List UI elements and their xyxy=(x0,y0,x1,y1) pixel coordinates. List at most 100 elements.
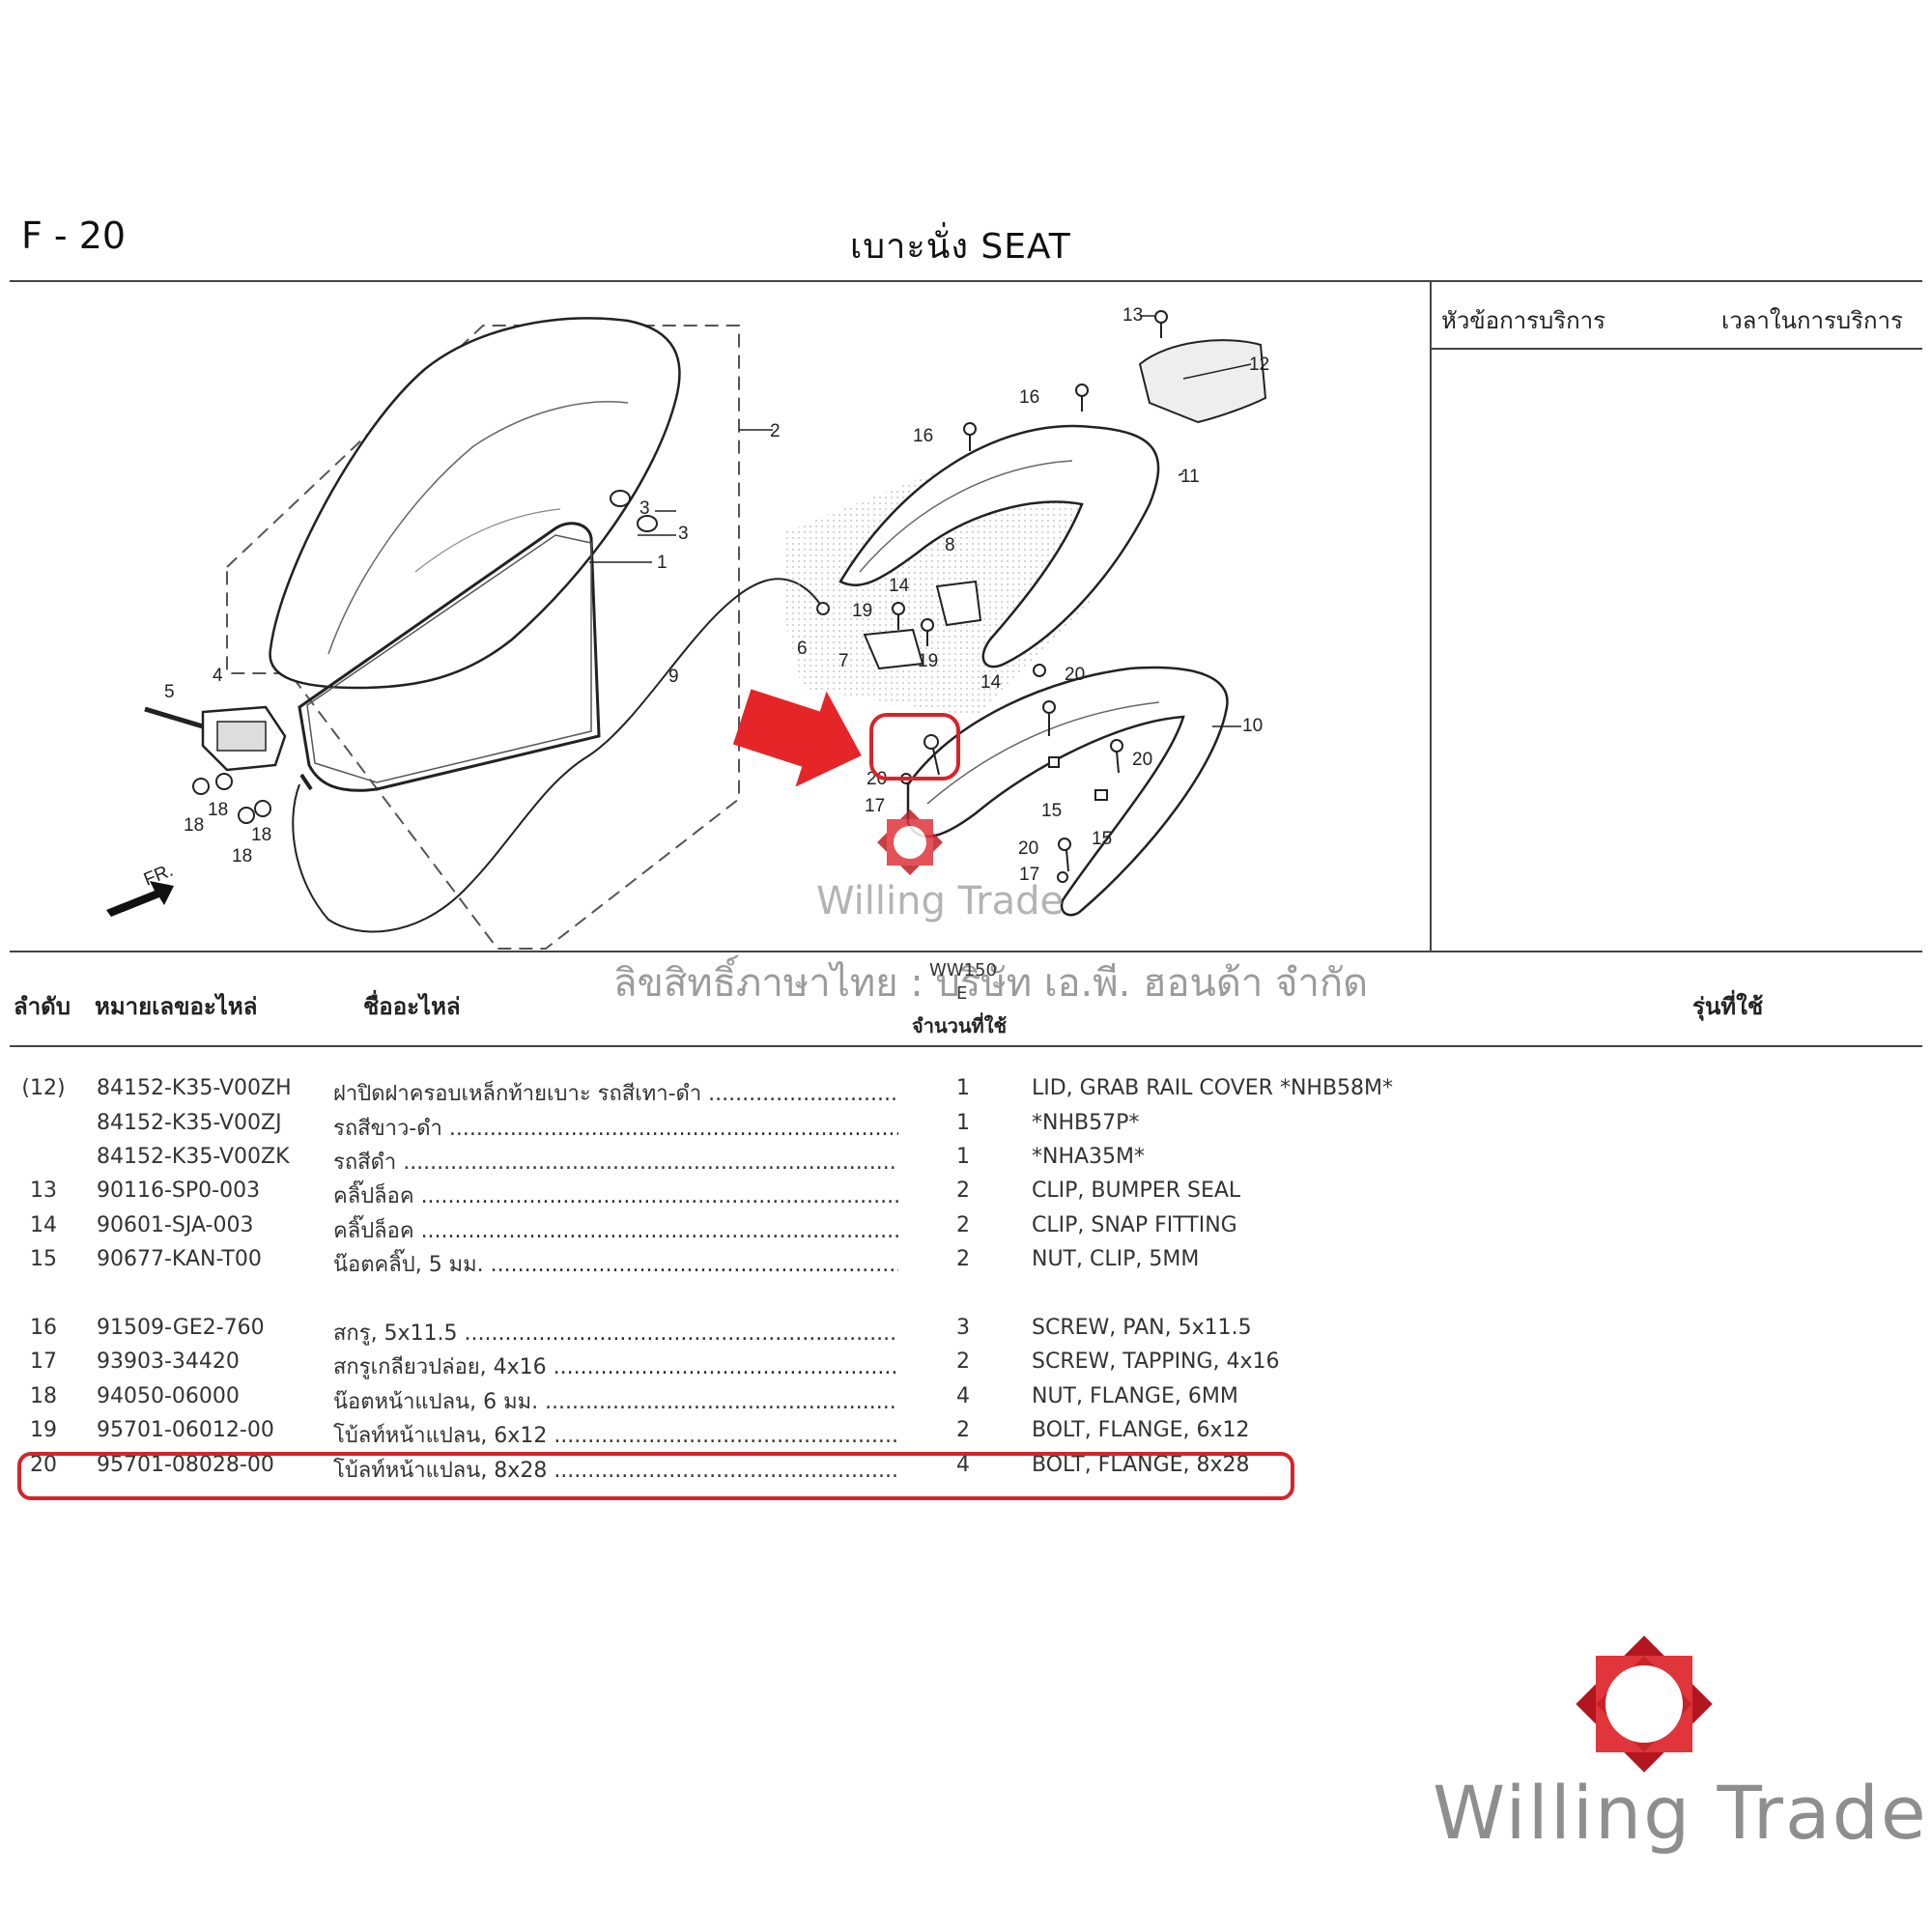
row-part-number: 95701-06012-00 xyxy=(97,1418,274,1442)
row-quantity: 4 xyxy=(956,1384,970,1408)
svg-text:18: 18 xyxy=(184,815,204,836)
row-part-number: 90601-SJA-003 xyxy=(97,1213,254,1237)
brand-name: Willing Trade xyxy=(1433,1770,1928,1856)
row-part-name-thai: สกรู, 5x11.5 ...........................… xyxy=(333,1321,898,1346)
svg-text:6: 6 xyxy=(797,639,808,659)
svg-text:4: 4 xyxy=(213,666,223,686)
svg-text:15: 15 xyxy=(1092,829,1112,849)
svg-text:12: 12 xyxy=(1249,355,1269,375)
svg-text:18: 18 xyxy=(251,825,271,845)
col-header-part-no: หมายเลขอะไหล่ xyxy=(95,993,258,1020)
row-part-name-thai: สกรูเกลียวปล่อย, 4x16 ..................… xyxy=(333,1355,898,1379)
service-header-divider xyxy=(1430,348,1922,350)
service-topic-label: หัวข้อการบริการ xyxy=(1441,307,1606,334)
row-quantity: 2 xyxy=(956,1213,970,1237)
svg-text:11: 11 xyxy=(1180,467,1200,487)
row-part-name-thai: โบ้ลท์หน้าแปลน, 6x12 ...................… xyxy=(333,1424,898,1448)
row-index: 20 xyxy=(30,1453,57,1477)
row-index: 18 xyxy=(30,1384,57,1408)
svg-text:18: 18 xyxy=(208,800,228,820)
row-index: 13 xyxy=(30,1179,57,1203)
table-row: 16 91509-GE2-760 สกรู, 5x11.5 ............… xyxy=(0,1316,1546,1349)
section-title: เบาะนั่ง SEAT xyxy=(850,227,1071,267)
svg-text:18: 18 xyxy=(232,846,252,867)
row-part-number: 84152-K35-V00ZK xyxy=(97,1145,290,1169)
row-index: 16 xyxy=(30,1316,57,1340)
row-part-name-english: NUT, FLANGE, 6MM xyxy=(1032,1384,1238,1408)
row-part-name-english: NUT, CLIP, 5MM xyxy=(1032,1247,1200,1271)
row-part-name-thai: รถสีขาว-ดำ .............................… xyxy=(333,1117,898,1141)
row-part-name-english: SCREW, PAN, 5x11.5 xyxy=(1032,1316,1252,1340)
table-row: 19 95701-06012-00 โบ้ลท์หน้าแปลน, 6x12 ...… xyxy=(0,1418,1546,1451)
col-header-model-code: WW150 xyxy=(929,960,997,980)
row-part-number: 95701-08028-00 xyxy=(97,1453,274,1477)
row-quantity: 1 xyxy=(956,1076,970,1100)
row-quantity: 1 xyxy=(956,1145,970,1169)
row-quantity: 2 xyxy=(956,1350,970,1374)
row-part-name-thai: ฝาปิดฝาครอบเหล็กท้ายเบาะ รถสีเทา-ดำ ....… xyxy=(333,1082,898,1106)
row-quantity: 1 xyxy=(956,1111,970,1135)
row-index: 14 xyxy=(30,1213,57,1237)
col-header-index: ลำดับ xyxy=(14,993,71,1020)
svg-text:1: 1 xyxy=(657,553,668,573)
row-quantity: 2 xyxy=(956,1247,970,1271)
svg-text:8: 8 xyxy=(945,535,955,555)
svg-text:20: 20 xyxy=(1018,838,1038,859)
row-part-name-thai: รถสีดำ .................................… xyxy=(333,1151,898,1175)
row-quantity: 3 xyxy=(956,1316,970,1340)
row-quantity: 2 xyxy=(956,1179,970,1203)
svg-text:14: 14 xyxy=(980,672,1002,693)
willing-trade-logo xyxy=(1576,1635,1713,1773)
row-part-name-thai: น๊อตหน้าแปลน, 6 มม. ....................… xyxy=(333,1390,898,1414)
diagram-watermark: Willing Trade xyxy=(816,879,1065,923)
svg-text:3: 3 xyxy=(678,524,689,544)
row-part-name-english: SCREW, TAPPING, 4x16 xyxy=(1032,1350,1280,1374)
svg-text:16: 16 xyxy=(913,426,933,446)
col-header-part-name: ชื่ออะไหล่ xyxy=(363,993,461,1020)
svg-text:20: 20 xyxy=(1132,750,1152,770)
row-part-number: 94050-06000 xyxy=(97,1384,240,1408)
svg-text:7: 7 xyxy=(838,651,849,671)
service-time-label: เวลาในการบริการ xyxy=(1721,307,1903,334)
row-part-name-thai: คลิ๊ปล็อค ..............................… xyxy=(333,1219,898,1243)
row-part-number: 90116-SP0-003 xyxy=(97,1179,261,1203)
col-header-qty: จำนวนที่ใช้ xyxy=(912,1014,1008,1037)
row-part-name-english: *NHB57P* xyxy=(1032,1111,1140,1135)
table-row: 14 90601-SJA-003 คลิ๊ปล็อค ...............… xyxy=(0,1213,1546,1246)
table-row: 15 90677-KAN-T00 น๊อตคลิ๊ป, 5 มม. ........… xyxy=(0,1247,1546,1280)
svg-text:16: 16 xyxy=(1019,387,1039,408)
svg-text:17: 17 xyxy=(1019,865,1039,885)
row-index: 15 xyxy=(30,1247,57,1271)
svg-text:9: 9 xyxy=(668,667,679,687)
col-header-model-sub: E xyxy=(956,983,968,1004)
header-divider xyxy=(10,280,1922,282)
row-part-number: 84152-K35-V00ZJ xyxy=(97,1111,282,1135)
row-part-number: 90677-KAN-T00 xyxy=(97,1247,262,1271)
row-index: 17 xyxy=(30,1350,57,1374)
row-quantity: 2 xyxy=(956,1418,970,1442)
row-part-name-thai: น๊อตคลิ๊ป, 5 มม. .......................… xyxy=(333,1253,898,1277)
col-header-models: รุ่นที่ใช้ xyxy=(1692,993,1764,1020)
row-part-number: 91509-GE2-760 xyxy=(97,1316,265,1340)
row-part-number: 84152-K35-V00ZH xyxy=(97,1076,292,1100)
row-part-name-english: BOLT, FLANGE, 6x12 xyxy=(1032,1418,1250,1442)
row-part-name-english: BOLT, FLANGE, 8x28 xyxy=(1032,1453,1250,1477)
svg-text:2: 2 xyxy=(770,421,781,441)
svg-text:19: 19 xyxy=(852,601,872,621)
row-index: 19 xyxy=(30,1418,57,1442)
svg-text:5: 5 xyxy=(164,682,175,702)
svg-text:13: 13 xyxy=(1122,305,1143,326)
row-part-name-english: CLIP, SNAP FITTING xyxy=(1032,1213,1237,1237)
copyright-watermark: ลิขสิทธิ์ภาษาไทย : บริษัท เอ.พี. ฮอนด้า … xyxy=(613,961,1369,1006)
svg-text:14: 14 xyxy=(889,576,910,596)
row-20-highlight xyxy=(17,1452,1294,1500)
table-row: 84152-K35-V00ZJ รถสีขาว-ดำ ..............… xyxy=(0,1111,1546,1144)
row-part-name-english: CLIP, BUMPER SEAL xyxy=(1032,1179,1241,1203)
svg-text:15: 15 xyxy=(1041,801,1062,821)
section-code: F - 20 xyxy=(21,214,127,257)
service-column-divider xyxy=(1430,280,1432,951)
svg-text:19: 19 xyxy=(918,651,938,671)
